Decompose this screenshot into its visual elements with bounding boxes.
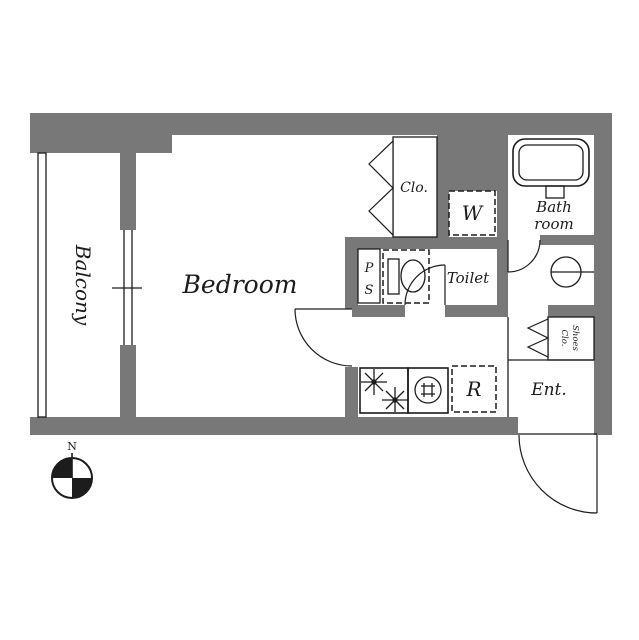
sink-drain-icon — [414, 376, 442, 404]
kitchen — [359, 365, 497, 414]
shoes-closet — [526, 316, 595, 361]
closet — [368, 136, 438, 238]
walls — [30, 113, 612, 435]
balcony — [37, 152, 142, 418]
washroom — [550, 256, 594, 288]
fridge-space-box — [451, 365, 497, 413]
compass-icon — [51, 453, 93, 499]
wall-below-toilet-left — [352, 305, 405, 317]
wall-bedroom-right-upper — [345, 237, 358, 309]
bedroom-door-arc — [294, 308, 353, 367]
bathroom — [507, 138, 590, 273]
stove-burner-icon — [382, 387, 408, 412]
toilet-tank-icon — [387, 258, 400, 295]
wall-top-left-beam — [30, 135, 172, 153]
wall-bottom — [30, 417, 518, 435]
wall-duct-above-washer — [449, 135, 497, 191]
toilet-bowl-icon — [400, 259, 426, 293]
balcony-railing — [37, 152, 47, 418]
wall-below-toilet-right — [445, 305, 508, 317]
wall-below-bathroom — [540, 235, 594, 245]
entrance-door-arc — [518, 434, 598, 514]
bedroom-label: Bedroom — [182, 270, 298, 299]
washer-label: W — [462, 201, 484, 225]
toilet-label: Toilet — [447, 269, 490, 287]
shoes-closet-folding-door-icon — [526, 318, 549, 339]
entrance — [507, 317, 598, 514]
wall-closet-right — [437, 135, 449, 237]
wall-top — [30, 113, 612, 135]
toilet-room — [382, 249, 446, 306]
closet-folding-door-icon — [368, 139, 394, 190]
toilet-cubicle-box — [382, 249, 430, 304]
bathtub-inner-icon — [518, 144, 584, 181]
bathroom-label-line2: room — [534, 215, 573, 233]
wall-right — [594, 113, 612, 435]
bedroom-door — [294, 308, 353, 367]
shoes-closet-label-line2: Clo. — [559, 330, 569, 347]
shoes-closet-folding-door-icon — [526, 337, 549, 358]
pipe-space-label-p: P — [364, 261, 374, 276]
pipe-space-box — [357, 248, 381, 304]
toilet-door-arc — [404, 264, 446, 306]
balcony-label: Balcony — [71, 244, 95, 326]
fridge-label: R — [465, 377, 481, 401]
shoes-closet-label: Shoes Clo. — [559, 325, 580, 351]
bathroom-door-arc — [507, 239, 541, 273]
wall-above-toilet — [345, 237, 508, 249]
shoes-closet-label-line1: Shoes — [570, 325, 580, 351]
entrance-label: Ent. — [530, 380, 567, 400]
wall-above-shoes-closet — [548, 305, 594, 317]
compass-north-label: N — [67, 440, 77, 453]
pipe-space-label-s: S — [365, 283, 374, 298]
wall-bath-left — [497, 135, 508, 317]
wall-balcony-upper — [120, 135, 136, 230]
bathtub-faucet-icon — [545, 185, 565, 199]
closet-label: Clo. — [400, 180, 428, 196]
bathroom-label-line1: Bath — [535, 198, 572, 216]
washer-space-box — [448, 190, 496, 236]
sink-box — [407, 367, 449, 414]
closet-folding-door-icon — [368, 186, 394, 237]
wall-balcony-lower — [120, 345, 136, 417]
wall-bedroom-right-lower — [345, 367, 358, 417]
stove-burner-icon — [361, 369, 387, 395]
